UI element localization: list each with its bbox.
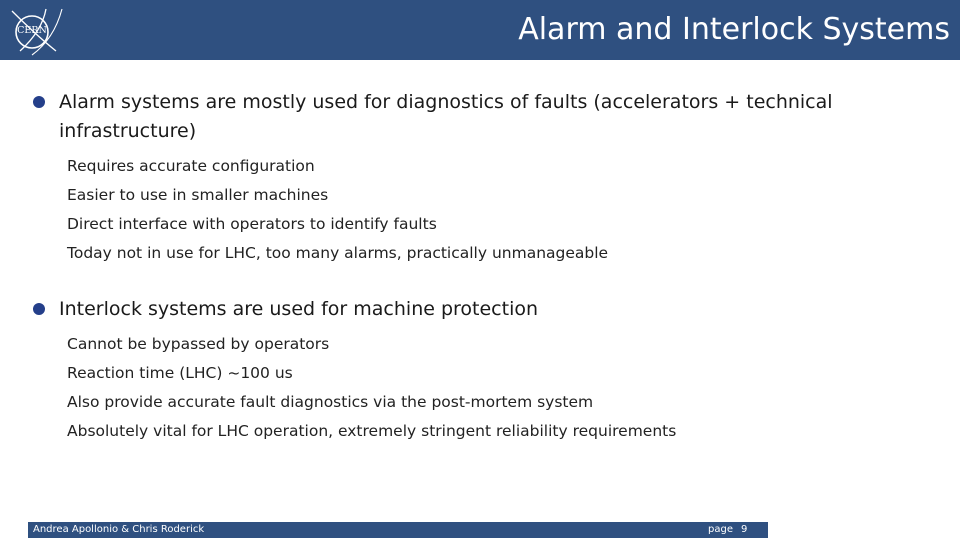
subitems-1: Requires accurate configuration Easier t… (67, 152, 900, 268)
footer-bar: Andrea Apollonio & Chris Roderick page 9 (28, 522, 768, 538)
list-item: Absolutely vital for LHC operation, extr… (67, 422, 677, 440)
slide-title: Alarm and Interlock Systems (518, 12, 950, 47)
list-item: Easier to use in smaller machines (67, 186, 329, 204)
bullet-text-1: Alarm systems are mostly used for diagno… (59, 91, 833, 142)
logo-text: CERN (17, 25, 47, 36)
bullet-text-2: Interlock systems are used for machine p… (59, 298, 539, 320)
page-number: 9 (740, 524, 748, 535)
bullet-main-1: Alarm systems are mostly used for diagno… (30, 88, 900, 146)
list-item: Cannot be bypassed by operators (67, 335, 330, 353)
footer-page: page 9 (708, 523, 747, 537)
bullet-dot-icon (33, 96, 45, 108)
bullet-interlock-systems: Interlock systems are used for machine p… (30, 295, 900, 446)
footer-author: Andrea Apollonio & Chris Roderick (33, 524, 205, 535)
list-item: Direct interface with operators to ident… (67, 215, 437, 233)
bullet-dot-icon (33, 303, 45, 315)
header-bar: CERN Alarm and Interlock Systems (0, 0, 960, 60)
list-item: Also provide accurate fault diagnostics … (67, 393, 594, 411)
subitems-2: Cannot be bypassed by operators Reaction… (67, 330, 900, 446)
list-item: Requires accurate configuration (67, 157, 315, 175)
page-label: page (708, 524, 733, 535)
bullet-main-2: Interlock systems are used for machine p… (30, 295, 900, 324)
list-item: Reaction time (LHC) ~100 us (67, 364, 293, 382)
bullet-alarm-systems: Alarm systems are mostly used for diagno… (30, 88, 900, 268)
list-item: Today not in use for LHC, too many alarm… (67, 244, 609, 262)
cern-logo: CERN (11, 8, 63, 56)
